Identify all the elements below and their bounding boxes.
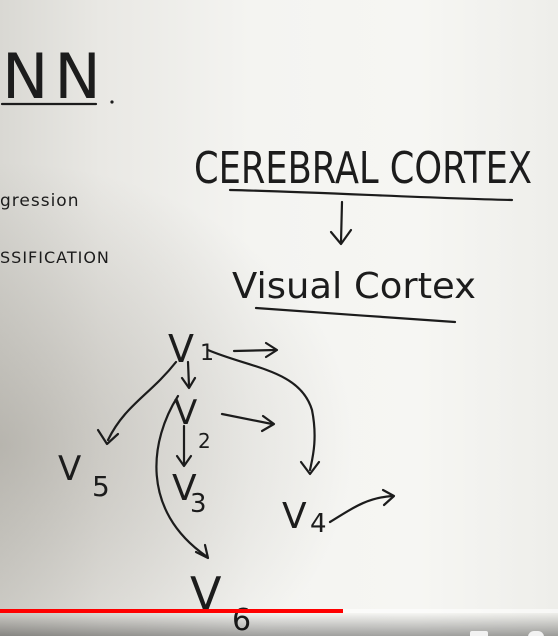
node-v4-letter: V bbox=[282, 496, 307, 537]
node-v5-letter: V bbox=[58, 449, 81, 489]
cerebral-cortex-title: CEREBRAL CORTEX bbox=[194, 143, 532, 194]
v2-right-arrow-head bbox=[260, 414, 276, 433]
heading-text: NN bbox=[2, 40, 107, 113]
node-v2-sub: 2 bbox=[198, 429, 211, 453]
v2-right-arrow bbox=[220, 412, 274, 426]
v1-v2-arrow-head bbox=[180, 376, 197, 390]
node-v1-letter: V bbox=[168, 327, 194, 371]
node-v4-sub: 4 bbox=[310, 509, 327, 539]
v1-v2-arrow bbox=[186, 360, 191, 388]
progress-bar[interactable] bbox=[0, 609, 558, 613]
progress-fill bbox=[0, 609, 344, 613]
v1-v4-arrow bbox=[206, 348, 316, 472]
title-underline bbox=[228, 188, 514, 202]
v2-v6-arrow-head bbox=[194, 543, 210, 560]
v2-v3-arrow-head bbox=[175, 454, 193, 468]
v1-right-arrow bbox=[232, 348, 278, 353]
v4-right-arrow-head bbox=[381, 488, 396, 507]
v4-right-arrow bbox=[328, 494, 394, 524]
subtitles-icon[interactable] bbox=[470, 631, 488, 636]
down-arrow-shaft bbox=[339, 200, 344, 244]
node-v3-letter: V bbox=[172, 468, 197, 509]
node-v5-sub: 5 bbox=[92, 470, 110, 503]
subtitle-underline bbox=[254, 306, 457, 324]
node-v3-sub: 3 bbox=[190, 489, 207, 519]
down-arrow-head bbox=[329, 228, 353, 246]
v1-v5-arrow bbox=[106, 360, 178, 442]
left-item-classification: SSIFICATION bbox=[0, 248, 110, 267]
settings-icon[interactable] bbox=[528, 631, 544, 636]
left-item-regression: gression bbox=[0, 191, 79, 211]
v1-v5-arrow-head bbox=[96, 428, 120, 446]
player-controls bbox=[0, 613, 558, 636]
v1-right-arrow-head bbox=[264, 341, 279, 359]
v2-v6-arrow bbox=[155, 394, 208, 558]
node-v1-sub: 1 bbox=[200, 341, 214, 366]
v1-v4-arrow-head bbox=[299, 460, 321, 476]
visual-cortex-subtitle: Visual Cortex bbox=[232, 266, 476, 307]
node-v2-letter: V bbox=[174, 393, 197, 433]
dot-mark bbox=[110, 100, 114, 104]
